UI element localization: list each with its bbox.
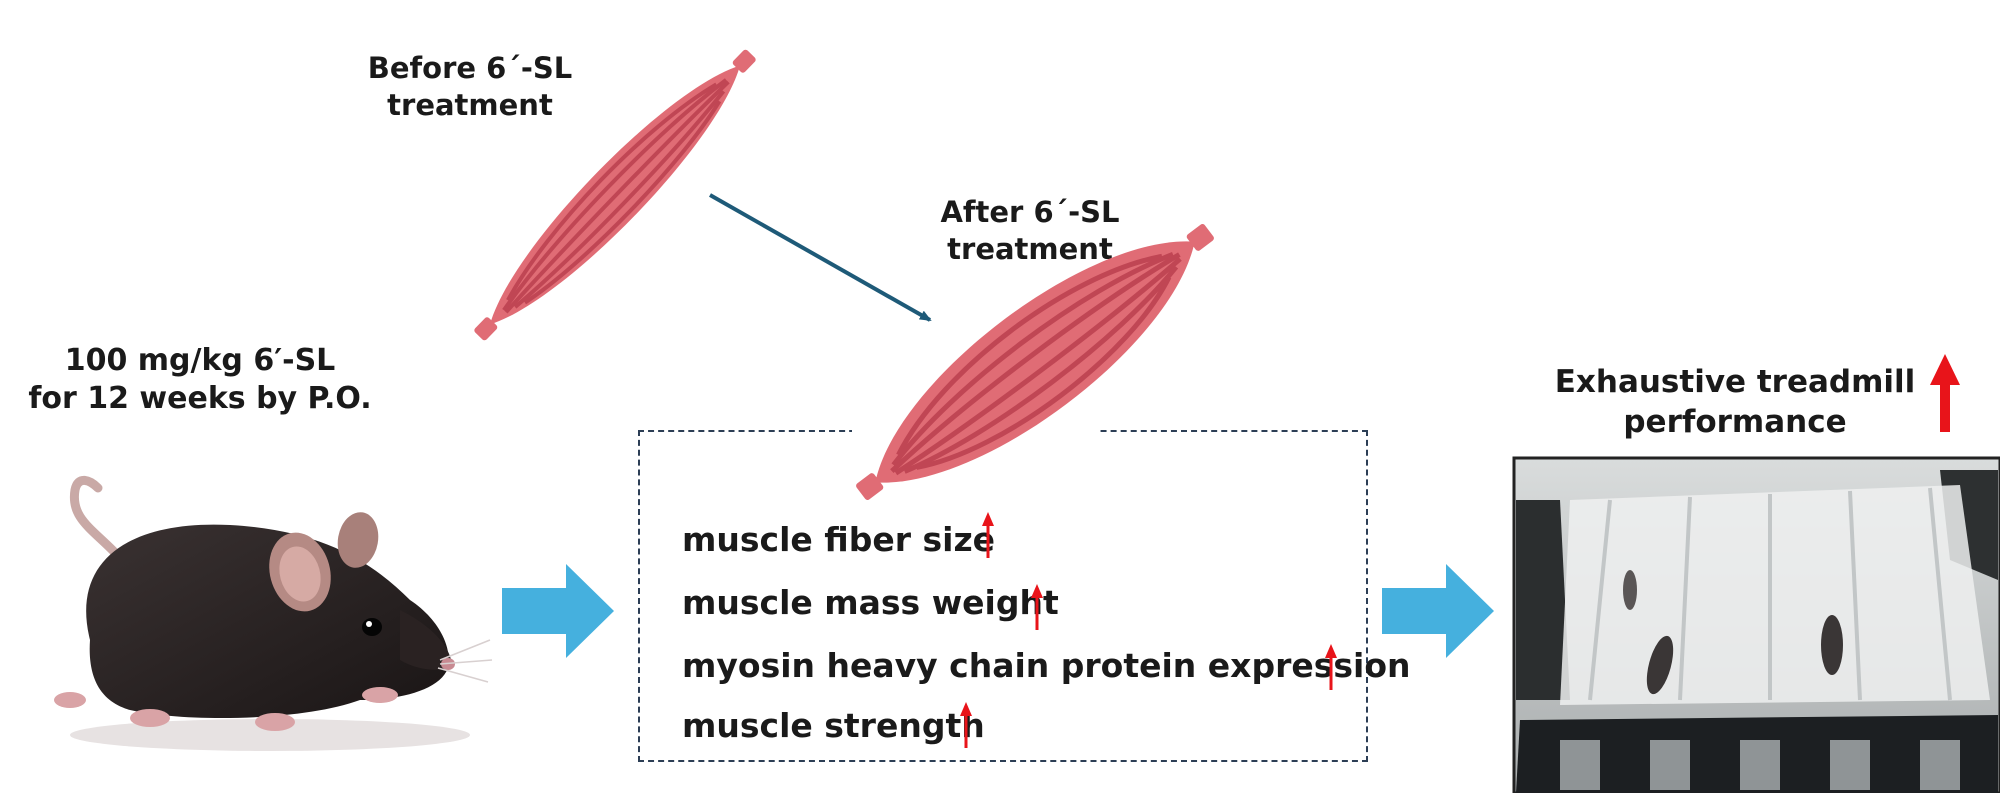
label-treadmill-performance: Exhaustive treadmill performance bbox=[1554, 364, 1916, 440]
flow-arrow-right-icon bbox=[1382, 564, 1494, 658]
effect-myosin-expression: myosin heavy chain protein expression bbox=[682, 646, 1411, 685]
label-dosage: 100 mg/kg 6′-SL for 12 weeks by P.O. bbox=[28, 343, 372, 416]
effect-muscle-strength: muscle strength bbox=[682, 706, 985, 745]
muscle-before-icon bbox=[474, 49, 756, 341]
label-before-treatment: Before 6´-SL treatment bbox=[367, 51, 573, 122]
treadmill-photo bbox=[1512, 456, 2000, 793]
up-arrow-icon-strength bbox=[960, 702, 972, 748]
up-arrow-icon-performance bbox=[1930, 354, 1960, 432]
muscle-after-icon bbox=[856, 224, 1214, 500]
effect-muscle-mass-weight: muscle mass weight bbox=[682, 583, 1059, 622]
effect-muscle-fiber-size: muscle fiber size bbox=[682, 520, 996, 559]
up-arrow-icon-myosin bbox=[1325, 644, 1337, 690]
progression-arrow bbox=[709, 193, 932, 322]
up-arrow-icon-mass-weight bbox=[1031, 584, 1043, 630]
flow-arrow-left-icon bbox=[502, 564, 614, 658]
mouse-illustration bbox=[54, 475, 493, 751]
up-arrow-icon-fiber-size bbox=[982, 512, 994, 558]
label-after-treatment: After 6´-SL treatment bbox=[940, 195, 1120, 266]
